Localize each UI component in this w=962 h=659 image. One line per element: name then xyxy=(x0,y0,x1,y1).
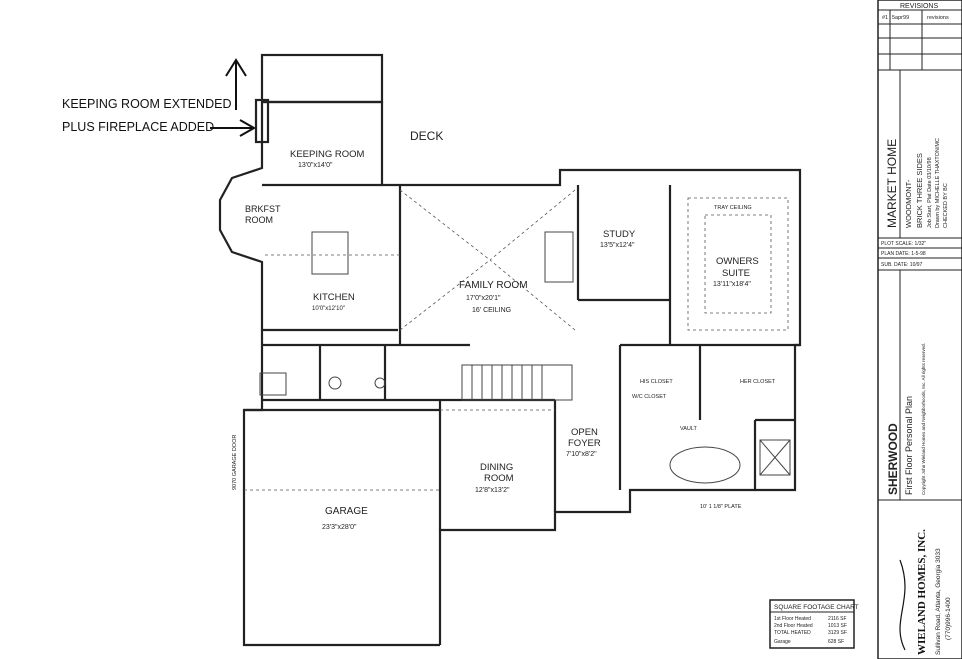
svg-text:Copyright John Wieland Homes a: Copyright John Wieland Homes and Neighbo… xyxy=(921,343,926,495)
wic-label: W/C CLOSET xyxy=(632,394,667,400)
deck-label: DECK xyxy=(410,129,443,143)
svg-text:13'11"x18'4": 13'11"x18'4" xyxy=(713,281,751,288)
garage-label: GARAGE xyxy=(325,506,368,517)
svg-text:10' 1 1/8" PLATE: 10' 1 1/8" PLATE xyxy=(700,504,742,510)
svg-text:PLOT SCALE: 1/32": PLOT SCALE: 1/32" xyxy=(881,241,926,247)
svg-text:7'10"x8'2": 7'10"x8'2" xyxy=(566,451,597,458)
svg-text:2nd Floor Heated: 2nd Floor Heated xyxy=(774,623,813,629)
annotation: KEEPING ROOM EXTENDED PLUS FIREPLACE ADD… xyxy=(62,58,257,137)
annotation-line-1: KEEPING ROOM EXTENDED xyxy=(62,97,231,111)
family-fireplace xyxy=(544,231,574,283)
svg-text:17'0"x20'1": 17'0"x20'1" xyxy=(466,295,501,302)
svg-text:WIELAND HOMES, INC.: WIELAND HOMES, INC. xyxy=(916,529,928,655)
ceiling-lines xyxy=(244,189,789,491)
dining-label: DINING xyxy=(480,462,513,473)
family-room-label: FAMILY ROOM xyxy=(459,280,528,291)
tub xyxy=(669,446,741,484)
square-footage-chart: SQUARE FOOTAGE CHART 1st Floor Heated 211… xyxy=(769,599,859,649)
exterior-walls xyxy=(218,100,802,647)
svg-text:3129 SF: 3129 SF xyxy=(828,630,847,636)
svg-text:1013 SF: 1013 SF xyxy=(828,623,847,629)
svg-text:REVISIONS: REVISIONS xyxy=(900,3,938,10)
svg-text:HIS CLOSET: HIS CLOSET xyxy=(640,379,673,385)
svg-text:FOYER: FOYER xyxy=(568,438,601,449)
kitchen-label: KITCHEN xyxy=(313,292,355,303)
keeping-room-extension xyxy=(260,53,384,104)
svg-text:2116 SF: 2116 SF xyxy=(828,616,847,622)
svg-text:5apr99: 5apr99 xyxy=(892,15,909,21)
shower xyxy=(759,439,791,476)
study-label: STUDY xyxy=(603,229,636,240)
foyer-label: OPEN xyxy=(571,427,598,438)
room-labels: DECK KEEPING ROOM 13'0"x14'0" BRKFST ROO… xyxy=(232,129,776,531)
svg-text:Garage: Garage xyxy=(774,639,791,645)
svg-text:16' CEILING: 16' CEILING xyxy=(472,307,511,314)
svg-text:SQUARE FOOTAGE CHART: SQUARE FOOTAGE CHART xyxy=(774,604,859,611)
svg-text:VAULT: VAULT xyxy=(680,426,698,432)
svg-text:628 SF: 628 SF xyxy=(828,639,844,645)
fixtures xyxy=(259,231,791,484)
staircase xyxy=(461,364,573,401)
kitchen-island xyxy=(311,231,349,275)
svg-text:WOODMONT-: WOODMONT- xyxy=(904,179,913,228)
brkfst-label: BRKFST xyxy=(245,204,281,214)
svg-text:12'8"x13'2": 12'8"x13'2" xyxy=(475,487,510,494)
svg-text:Drawn by MICHELLE THAXTON/MC: Drawn by MICHELLE THAXTON/MC xyxy=(935,138,941,228)
svg-text:ROOM: ROOM xyxy=(245,215,273,225)
svg-text:ROOM: ROOM xyxy=(484,473,514,484)
svg-text:revisions: revisions xyxy=(927,15,949,21)
svg-text:Sullivan Road, Atlanta, Georgi: Sullivan Road, Atlanta, Georgia 3033 xyxy=(935,548,942,655)
svg-text:13'5"x12'4": 13'5"x12'4" xyxy=(600,242,635,249)
svg-text:PLAN DATE: 1-5-98: PLAN DATE: 1-5-98 xyxy=(881,251,926,257)
title-block: REVISIONS #1 5apr99 revisions MARKET HOM… xyxy=(877,0,962,659)
annotation-line-2: PLUS FIREPLACE ADDED xyxy=(62,120,214,134)
svg-text:SUB. DATE: 10/97: SUB. DATE: 10/97 xyxy=(881,262,923,268)
interior-walls xyxy=(244,183,800,530)
svg-text:TRAY CEILING: TRAY CEILING xyxy=(714,205,752,211)
owners-suite-label: OWNERS xyxy=(716,256,759,267)
keeping-room-label: KEEPING ROOM xyxy=(290,149,365,160)
svg-text:13'0"x14'0": 13'0"x14'0" xyxy=(298,162,333,169)
svg-text:CHECKED BY BC: CHECKED BY BC xyxy=(943,183,949,228)
arrow-right-icon xyxy=(210,119,257,137)
svg-text:9070 GARAGE DOOR: 9070 GARAGE DOOR xyxy=(232,435,238,490)
signature xyxy=(899,559,906,651)
svg-text:1st Floor Heated: 1st Floor Heated xyxy=(774,616,811,622)
svg-text:SHERWOOD: SHERWOOD xyxy=(886,423,900,495)
svg-text:HER CLOSET: HER CLOSET xyxy=(740,379,776,385)
arrow-up-icon xyxy=(225,58,247,110)
svg-text:MARKET HOME: MARKET HOME xyxy=(885,139,899,228)
kitchen-size: 10'0"x12'10" xyxy=(312,306,345,312)
svg-text:#1: #1 xyxy=(882,15,888,21)
svg-text:First Floor Personal Plan: First Floor Personal Plan xyxy=(904,396,914,495)
svg-text:TOTAL HEATED: TOTAL HEATED xyxy=(774,630,811,636)
svg-text:(770)996-1400: (770)996-1400 xyxy=(945,597,952,640)
svg-text:BRICK THREE SIDES: BRICK THREE SIDES xyxy=(915,153,924,228)
svg-text:Job Start, Plat Date 03/10/98: Job Start, Plat Date 03/10/98 xyxy=(927,157,933,228)
svg-text:23'3"x28'0": 23'3"x28'0" xyxy=(322,524,357,531)
svg-text:SUITE: SUITE xyxy=(722,268,750,279)
